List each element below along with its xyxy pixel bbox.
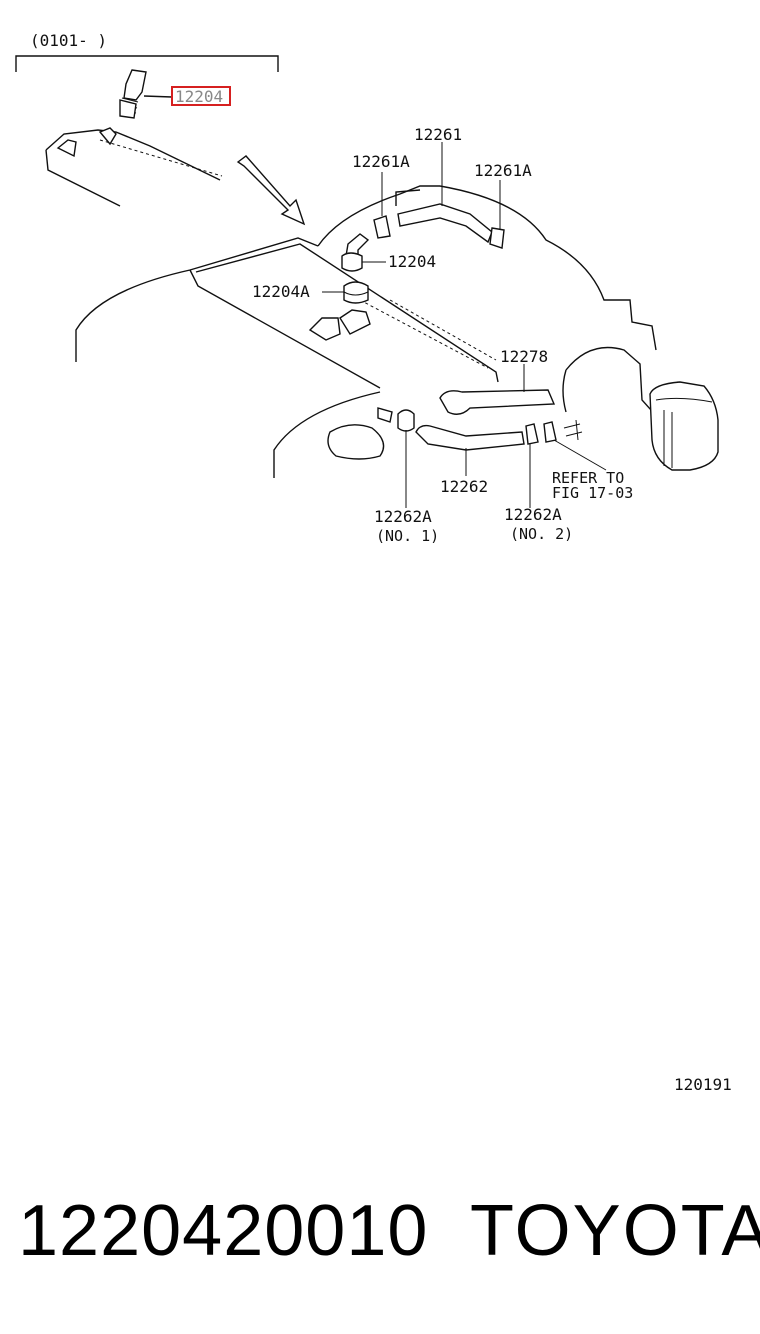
head-cover (195, 243, 499, 383)
air-cleaner (649, 381, 719, 471)
hose-12278 (439, 389, 556, 415)
figure-number: 120191 (674, 1075, 732, 1094)
label-12262a-no2-note: (NO. 2) (510, 525, 573, 543)
inset-pcv-valve (119, 69, 173, 119)
footer-part-number: 1220420010 (18, 1191, 429, 1271)
pcv-valve-12204 (341, 233, 370, 272)
label-12204[interactable]: 12204 (388, 252, 436, 271)
refer-label-line2: FIG 17-03 (552, 484, 633, 502)
direction-arrow (236, 155, 306, 226)
label-12278[interactable]: 12278 (500, 347, 548, 366)
label-12204a[interactable]: 12204A (252, 282, 310, 301)
label-12261a-right[interactable]: 12261A (474, 161, 532, 180)
label-12261a-left[interactable]: 12261A (352, 152, 410, 171)
refer-label-line1: REFER TO (552, 469, 624, 487)
hose-12261 (373, 203, 505, 249)
label-12262a-no1[interactable]: 12262A (374, 507, 432, 526)
label-12261[interactable]: 12261 (414, 125, 462, 144)
footer-brand: TOYOTA (470, 1191, 760, 1271)
label-12262a-no2[interactable]: 12262A (504, 505, 562, 524)
grommet-12204a (343, 281, 369, 304)
label-12262[interactable]: 12262 (440, 477, 488, 496)
date-range-label: (0101- ) (30, 31, 107, 50)
label-12262a-no1-note: (NO. 1) (376, 527, 439, 545)
inset-part-label[interactable]: 12204 (175, 87, 223, 106)
inset-bracket (15, 55, 279, 72)
engine-outline (75, 185, 663, 478)
leader-refer (553, 439, 607, 471)
inset-head-cover (45, 127, 223, 207)
highlighted-callout-box (171, 86, 231, 106)
hose-12262 (377, 407, 583, 451)
